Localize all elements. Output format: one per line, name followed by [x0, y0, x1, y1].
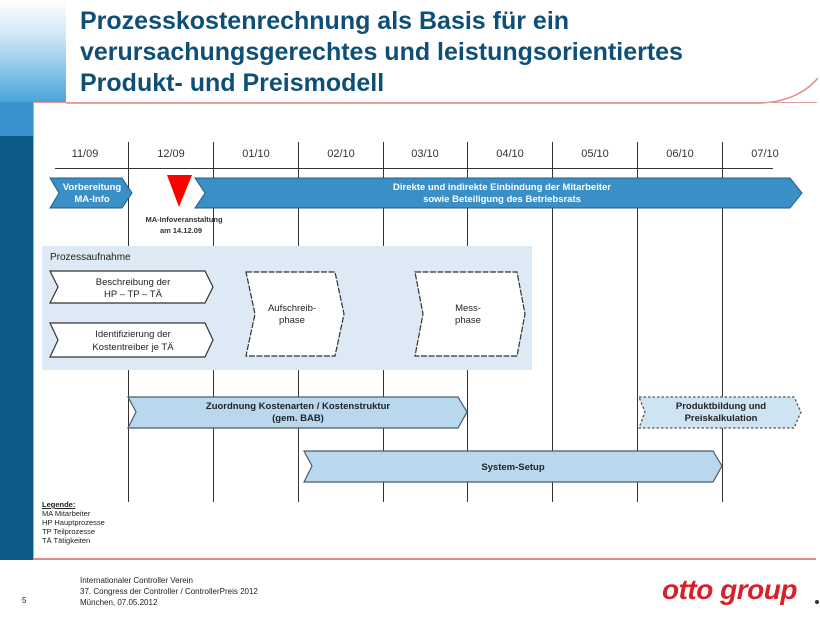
- page-number: 5: [22, 596, 27, 605]
- header-gradient-band: [0, 0, 66, 102]
- month-label: 04/10: [496, 148, 524, 160]
- otto-group-logo: otto group: [662, 574, 797, 605]
- zuordnung-line-1: Zuordnung Kostenarten / Kostenstruktur: [206, 401, 391, 412]
- einbindung-line-1: Direkte und indirekte Einbindung der Mit…: [393, 182, 611, 193]
- milestone-triangle-icon: [167, 175, 192, 207]
- content-frame: [33, 102, 817, 559]
- month-label: 02/10: [327, 148, 355, 160]
- bar-zuordnung: Zuordnung Kostenarten / Kostenstruktur (…: [127, 396, 468, 429]
- step-messphase: Mess- phase: [414, 271, 526, 357]
- legend-item: MA Mitarbeiter: [42, 509, 91, 518]
- bar-produktbildung: Produktbildung und Preiskalkulation: [638, 396, 802, 429]
- bar-system-setup: System-Setup: [303, 450, 723, 483]
- bar-einbindung: Direkte und indirekte Einbindung der Mit…: [194, 177, 803, 209]
- aufschreib-line-1: Aufschreib-: [268, 303, 316, 314]
- legend: Legende: MA Mitarbeiter HP Hauptprozesse…: [42, 500, 105, 545]
- bar-vorbereitung: Vorbereitung MA-Info: [49, 177, 133, 209]
- title-line-1: Prozesskostenrechnung als Basis für ein: [80, 7, 570, 35]
- milestone-line-1: MA-Infoveranstaltung: [145, 215, 223, 224]
- zuordnung-line-2: (gem. BAB): [272, 413, 324, 424]
- side-band: [0, 102, 33, 560]
- produktbildung-line-2: Preiskalkulation: [685, 413, 758, 424]
- month-label: 07/10: [751, 148, 779, 160]
- milestone-marker: MA-Infoveranstaltung am 14.12.09: [145, 175, 223, 235]
- mess-line-2: phase: [455, 315, 481, 326]
- step-beschreibung: Beschreibung der HP – TP – TÄ: [49, 270, 214, 304]
- legend-item: TP Teilprozesse: [42, 527, 96, 536]
- system-setup-label: System-Setup: [481, 462, 545, 473]
- beschreibung-line-2: HP – TP – TÄ: [104, 289, 163, 300]
- frame-bottom-line: [33, 558, 816, 560]
- month-label: 01/10: [242, 148, 270, 160]
- month-divider: [552, 142, 553, 502]
- month-label: 11/09: [71, 148, 99, 160]
- legend-item: HP Hauptprozesse: [42, 518, 105, 527]
- milestone-line-2: am 14.12.09: [160, 226, 202, 235]
- mess-line-1: Mess-: [455, 303, 481, 314]
- beschreibung-line-1: Beschreibung der: [96, 277, 170, 288]
- timeline-axis: [55, 168, 773, 169]
- title-line-2: verursachungsgerechtes und leistungsorie…: [80, 38, 683, 66]
- footer-info: Internationaler Controller Verein 37. Co…: [80, 575, 258, 608]
- produktbildung-line-1: Produktbildung und: [676, 401, 766, 412]
- footer-line: Internationaler Controller Verein: [80, 576, 193, 585]
- vorbereitung-line-1: Vorbereitung: [63, 182, 122, 193]
- identifizierung-line-2: Kostentreiber je TÄ: [92, 342, 174, 353]
- step-aufschreibphase: Aufschreib- phase: [245, 271, 345, 357]
- vorbereitung-line-2: MA-Info: [74, 194, 110, 205]
- legend-item: TÄ Tätigkeiten: [42, 536, 91, 545]
- month-label: 05/10: [581, 148, 609, 160]
- month-divider: [722, 142, 723, 502]
- month-label: 06/10: [666, 148, 694, 160]
- legend-title: Legende:: [42, 500, 76, 509]
- month-divider: [637, 142, 638, 502]
- month-label: 03/10: [411, 148, 439, 160]
- einbindung-line-2: sowie Beteiligung des Betriebsrats: [423, 194, 581, 205]
- footer-line: 37. Congress der Controller / Controller…: [80, 587, 258, 596]
- prozessaufnahme-title: Prozessaufnahme: [50, 252, 131, 263]
- footer-line: München, 07.05.2012: [80, 598, 158, 607]
- month-label: 12/09: [157, 148, 185, 160]
- decorative-dot: [815, 600, 819, 604]
- identifizierung-line-1: Identifizierung der: [95, 329, 171, 340]
- aufschreib-line-2: phase: [279, 315, 305, 326]
- step-identifizierung: Identifizierung der Kostentreiber je TÄ: [49, 322, 214, 358]
